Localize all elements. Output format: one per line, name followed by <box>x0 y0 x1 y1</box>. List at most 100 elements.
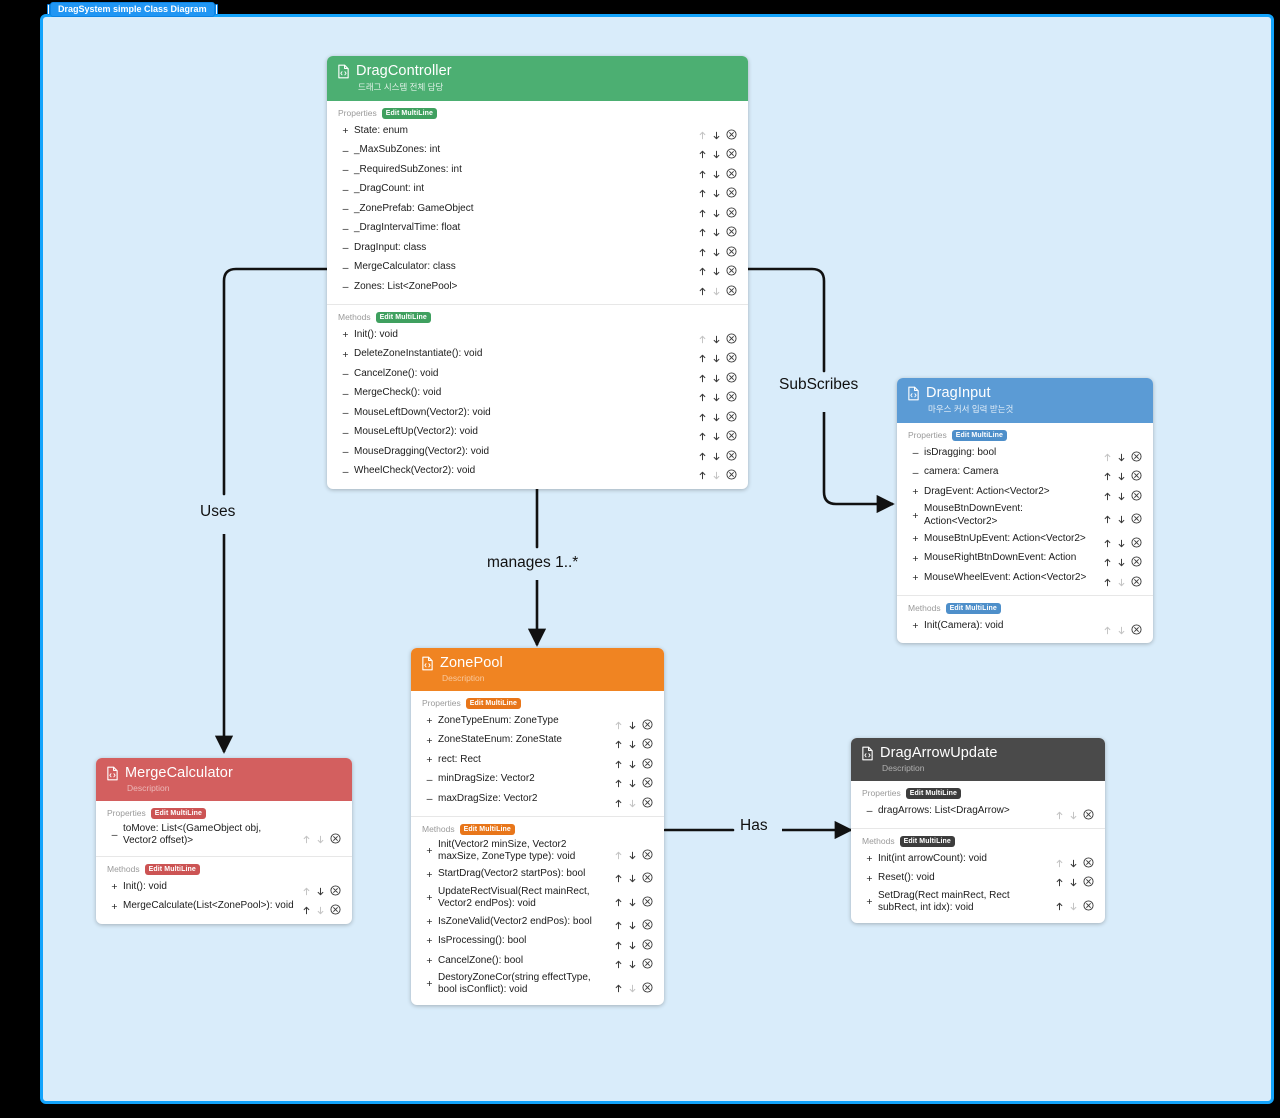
arrow-down-icon[interactable] <box>1069 898 1078 911</box>
circle-x-icon[interactable] <box>330 831 341 844</box>
arrow-down-icon[interactable] <box>1117 535 1126 548</box>
node-subtitle[interactable]: 마우스 커서 입력 받는것 <box>928 404 1014 414</box>
circle-x-icon[interactable] <box>1131 535 1142 548</box>
arrow-down-icon[interactable] <box>712 224 721 237</box>
arrow-up-icon[interactable] <box>614 917 623 930</box>
properties-row[interactable]: +MouseBtnUpEvent: Action<Vector2> <box>905 530 1145 550</box>
properties-row[interactable]: –_MaxSubZones: int <box>335 141 740 161</box>
arrow-down-icon[interactable] <box>316 902 325 915</box>
arrow-down-icon[interactable] <box>316 883 325 896</box>
properties-row[interactable]: –_DragCount: int <box>335 180 740 200</box>
arrow-up-icon[interactable] <box>1103 488 1112 500</box>
circle-x-icon[interactable] <box>726 331 737 344</box>
arrow-down-icon[interactable] <box>712 146 721 159</box>
circle-x-icon[interactable] <box>726 166 737 179</box>
arrow-up-icon[interactable] <box>698 127 707 139</box>
edit-multiline-button[interactable]: Edit MultiLine <box>459 824 515 835</box>
arrow-up-icon[interactable] <box>1103 535 1112 548</box>
circle-x-icon[interactable] <box>1131 468 1142 481</box>
circle-x-icon[interactable] <box>1131 488 1142 501</box>
arrow-down-icon[interactable] <box>628 894 637 907</box>
arrow-up-icon[interactable] <box>614 736 623 749</box>
properties-row[interactable]: –MergeCalculator: class <box>335 258 740 278</box>
arrow-down-icon[interactable] <box>712 166 721 178</box>
arrow-up-icon[interactable] <box>698 389 707 402</box>
edit-multiline-button[interactable]: Edit MultiLine <box>951 430 1008 441</box>
circle-x-icon[interactable] <box>726 146 737 159</box>
circle-x-icon[interactable] <box>330 902 341 915</box>
properties-row[interactable]: +MouseBtnDownEvent: Action<Vector2> <box>905 502 1145 530</box>
arrow-down-icon[interactable] <box>712 370 721 382</box>
arrow-up-icon[interactable] <box>1103 554 1112 567</box>
arrow-down-icon[interactable] <box>712 389 721 402</box>
circle-x-icon[interactable] <box>1083 855 1094 868</box>
properties-row[interactable]: +ZoneStateEnum: ZoneState <box>419 731 656 751</box>
arrow-down-icon[interactable] <box>712 127 721 139</box>
arrow-down-icon[interactable] <box>712 350 721 363</box>
circle-x-icon[interactable] <box>726 283 737 296</box>
arrow-up-icon[interactable] <box>698 263 707 276</box>
arrow-down-icon[interactable] <box>712 409 721 421</box>
properties-row[interactable]: +State: enum <box>335 122 740 142</box>
arrow-down-icon[interactable] <box>1069 874 1078 887</box>
arrow-up-icon[interactable] <box>614 980 623 993</box>
diagram-title-tab[interactable]: DragSystem simple Class Diagram <box>47 2 218 17</box>
arrow-down-icon[interactable] <box>628 937 637 950</box>
circle-x-icon[interactable] <box>642 894 653 907</box>
methods-row[interactable]: +DeleteZoneInstantiate(): void <box>335 345 740 365</box>
arrow-down-icon[interactable] <box>712 185 721 198</box>
arrow-down-icon[interactable] <box>712 263 721 276</box>
arrow-down-icon[interactable] <box>628 736 637 749</box>
arrow-up-icon[interactable] <box>614 847 623 860</box>
circle-x-icon[interactable] <box>1083 874 1094 887</box>
methods-row[interactable]: +DestoryZoneCor(string effectType, bool … <box>419 971 656 999</box>
properties-row[interactable]: +ZoneTypeEnum: ZoneType <box>419 712 656 732</box>
arrow-down-icon[interactable] <box>628 870 637 883</box>
circle-x-icon[interactable] <box>726 448 737 461</box>
arrow-up-icon[interactable] <box>614 894 623 907</box>
arrow-up-icon[interactable] <box>614 937 623 950</box>
circle-x-icon[interactable] <box>726 205 737 218</box>
arrow-up-icon[interactable] <box>1103 449 1112 461</box>
arrow-up-icon[interactable] <box>1055 874 1064 887</box>
arrow-down-icon[interactable] <box>1117 574 1126 587</box>
arrow-up-icon[interactable] <box>1055 898 1064 911</box>
arrow-up-icon[interactable] <box>698 224 707 237</box>
edit-multiline-button[interactable]: Edit MultiLine <box>899 836 955 847</box>
properties-row[interactable]: +rect: Rect <box>419 751 656 771</box>
arrow-down-icon[interactable] <box>712 448 721 460</box>
arrow-up-icon[interactable] <box>698 146 707 159</box>
arrow-up-icon[interactable] <box>698 166 707 178</box>
arrow-down-icon[interactable] <box>628 917 637 930</box>
circle-x-icon[interactable] <box>726 428 737 441</box>
arrow-down-icon[interactable] <box>1117 554 1126 567</box>
circle-x-icon[interactable] <box>1131 574 1142 587</box>
methods-row[interactable]: +Reset(): void <box>859 869 1097 889</box>
circle-x-icon[interactable] <box>726 224 737 237</box>
arrow-up-icon[interactable] <box>698 409 707 421</box>
arrow-up-icon[interactable] <box>614 775 623 788</box>
arrow-down-icon[interactable] <box>628 756 637 768</box>
resize-handle-left[interactable] <box>47 4 50 15</box>
circle-x-icon[interactable] <box>642 917 653 930</box>
properties-row[interactable]: –camera: Camera <box>905 463 1145 483</box>
edit-multiline-button[interactable]: Edit MultiLine <box>375 312 431 323</box>
edit-multiline-button[interactable]: Edit MultiLine <box>905 788 962 799</box>
methods-row[interactable]: –CancelZone(): void <box>335 365 740 385</box>
methods-row[interactable]: +Init(): void <box>335 326 740 346</box>
circle-x-icon[interactable] <box>1083 898 1094 911</box>
circle-x-icon[interactable] <box>642 847 653 860</box>
arrow-up-icon[interactable] <box>698 185 707 198</box>
methods-row[interactable]: –MergeCheck(): void <box>335 384 740 404</box>
arrow-up-icon[interactable] <box>1103 511 1112 524</box>
methods-row[interactable]: –MouseLeftUp(Vector2): void <box>335 423 740 443</box>
arrow-down-icon[interactable] <box>628 847 637 860</box>
arrow-up-icon[interactable] <box>1103 622 1112 635</box>
properties-row[interactable]: –isDragging: bool <box>905 444 1145 464</box>
circle-x-icon[interactable] <box>642 937 653 950</box>
